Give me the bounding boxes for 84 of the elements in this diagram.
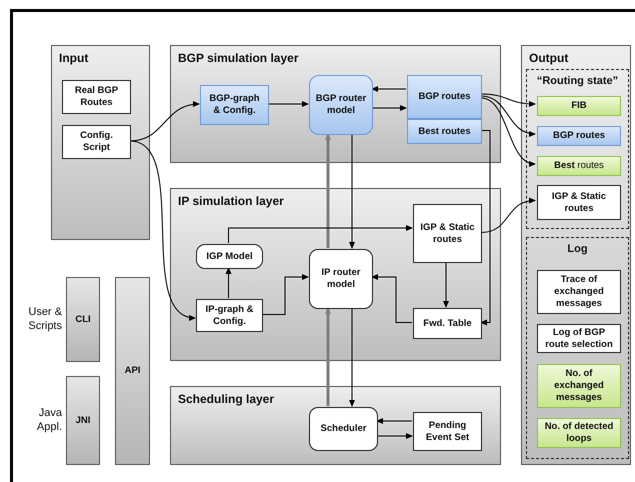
result-box (537, 156, 621, 176)
box-label: IP-graph & Config. (204, 304, 255, 328)
arrow (268, 101, 309, 107)
arrow (376, 418, 412, 424)
box-label: JNI (74, 414, 92, 426)
box-label: Fwd. Table (422, 318, 473, 330)
process-box (413, 412, 482, 451)
model-box (309, 75, 373, 135)
result-box (537, 96, 621, 116)
box-label: IGP & Static routes (550, 190, 608, 214)
box-label: Log of BGP route selection (544, 326, 614, 350)
interface-bar (66, 376, 100, 465)
box-label: BGP routes (552, 130, 606, 142)
process-box (62, 125, 131, 159)
layer-panel (170, 386, 501, 465)
box-label: Best routes (417, 126, 472, 138)
box-label: CLI (74, 314, 92, 326)
model-box (309, 249, 373, 309)
side-label: User & Scripts (27, 304, 62, 334)
process-box (413, 308, 482, 339)
box-label: FIB (570, 100, 588, 112)
arrow (349, 134, 355, 249)
side-label: Java Appl. (36, 406, 62, 434)
box-label: Scheduler (320, 423, 368, 435)
panel-heading: Log (566, 243, 589, 255)
arrow (226, 267, 232, 298)
result-box (537, 418, 621, 448)
panel-heading: IP simulation layer (178, 194, 284, 208)
layer-panel (51, 45, 150, 240)
arrow (325, 307, 331, 406)
arrow (130, 140, 196, 320)
arrow (480, 130, 490, 326)
arrow (228, 225, 413, 244)
box-label: IP router model (320, 267, 362, 291)
box-label: Real BGP Routes (74, 85, 120, 109)
process-box (407, 119, 482, 144)
arrow (371, 86, 406, 92)
interface-bar (115, 277, 150, 465)
layer-panel (170, 45, 501, 163)
arrow (480, 94, 536, 107)
process-box (200, 85, 269, 125)
layer-panel (170, 188, 501, 361)
layer-panel (521, 45, 631, 465)
box-label: No. of detected loops (544, 421, 614, 445)
box-label: API (124, 365, 142, 377)
model-box (309, 407, 378, 451)
process-box (537, 324, 621, 353)
result-box (537, 364, 621, 408)
box-label: BGP routes (417, 91, 472, 103)
arrow (371, 274, 412, 323)
panel-heading: “Routing state” (536, 75, 620, 87)
arrow (376, 433, 413, 439)
process-box (413, 204, 482, 263)
box-label: Best routes (553, 160, 605, 172)
panel-heading: BGP simulation layer (178, 51, 298, 65)
arrow (480, 98, 536, 166)
process-box (537, 270, 621, 314)
box-label: BGP router model (314, 93, 368, 117)
model-box (196, 244, 263, 269)
box-label: IGP & Static routes (419, 222, 476, 246)
interface-bar (66, 277, 100, 362)
box-label: Config. Script (79, 130, 114, 154)
box-label: Trace of exchanged messages (553, 274, 605, 310)
panel-heading: Output (529, 51, 568, 65)
box-label: BGP-graph & Config. (208, 93, 261, 117)
panel-heading: Scheduling layer (178, 392, 274, 406)
box-label: Pending Event Set (424, 420, 470, 444)
arrow (372, 105, 407, 111)
arrow (480, 96, 536, 136)
process-box (537, 185, 621, 220)
process-box (537, 126, 621, 146)
arrow (349, 308, 355, 407)
box-label: IGP Model (205, 250, 254, 262)
arrow (443, 262, 449, 308)
panel-heading: Input (59, 51, 88, 65)
process-box (62, 80, 131, 114)
group-box (526, 237, 629, 459)
arrow (480, 198, 536, 233)
process-box (196, 299, 263, 332)
group-box (526, 69, 629, 229)
box-label: No. of exchanged messages (553, 368, 605, 404)
process-box (407, 75, 482, 119)
arrow (262, 274, 309, 315)
arrow (325, 133, 331, 248)
